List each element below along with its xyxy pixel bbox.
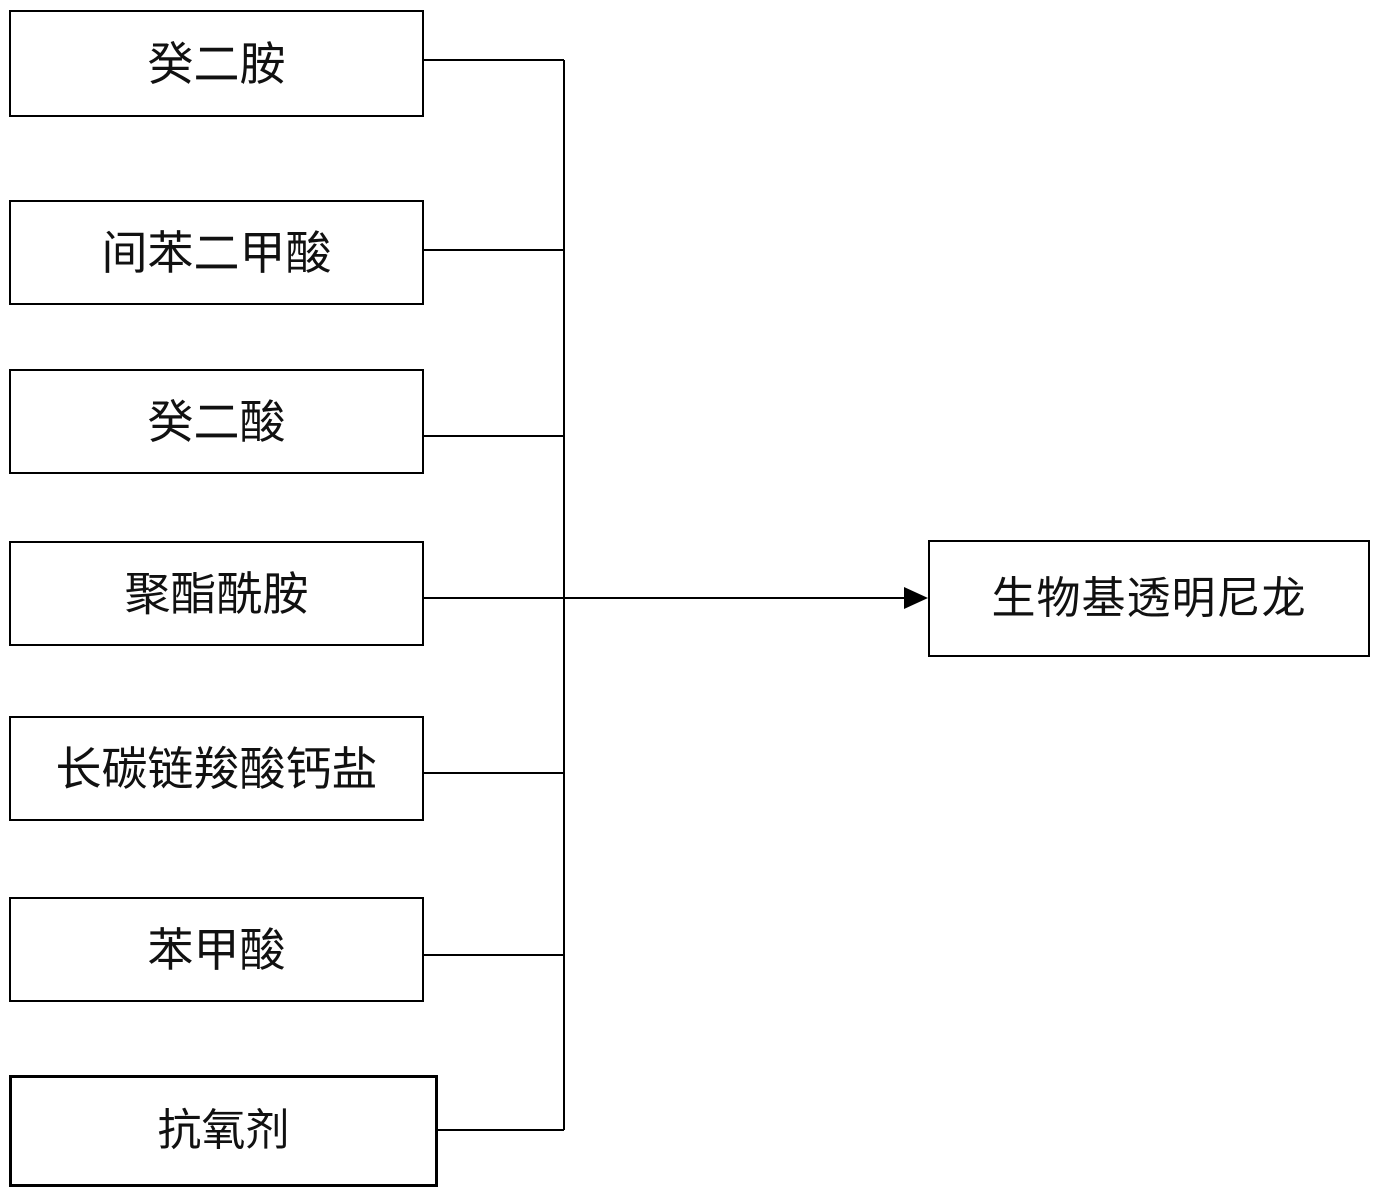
input-box-sebacic-acid: 癸二酸 — [9, 369, 424, 474]
output-label: 生物基透明尼龙 — [992, 577, 1307, 621]
input-box-isophthalic-acid: 间苯二甲酸 — [9, 200, 424, 305]
input-box-polyesteramide: 聚酯酰胺 — [9, 541, 424, 646]
input-label: 抗氧剂 — [158, 1109, 290, 1153]
input-box-benzoic-acid: 苯甲酸 — [9, 897, 424, 1002]
input-label: 癸二胺 — [148, 41, 286, 87]
input-box-calcium-carboxylate: 长碳链羧酸钙盐 — [9, 716, 424, 821]
output-box-bio-nylon: 生物基透明尼龙 — [928, 540, 1370, 657]
input-label: 长碳链羧酸钙盐 — [56, 746, 378, 792]
input-label: 癸二酸 — [148, 399, 286, 445]
input-label: 间苯二甲酸 — [102, 230, 332, 276]
input-box-decanediamine: 癸二胺 — [9, 10, 424, 117]
input-label: 苯甲酸 — [148, 927, 286, 973]
input-box-antioxidant: 抗氧剂 — [9, 1075, 438, 1187]
input-label: 聚酯酰胺 — [125, 571, 309, 617]
arrowhead-icon — [904, 587, 928, 609]
